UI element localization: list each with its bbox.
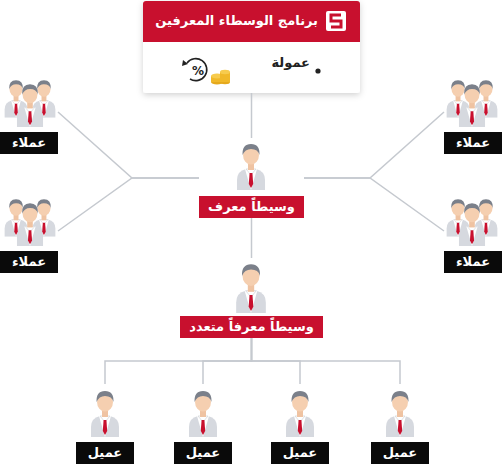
node-label: وسيطاً معرف [199,196,304,218]
broker-icon [237,144,265,190]
client-box: عميل [76,384,134,464]
clients-icon [5,80,56,127]
commission-icon: % [182,59,230,85]
client-icon [91,391,119,437]
clients-icon [447,80,498,127]
multi-broker-icon [236,264,266,313]
clients-box: عملاء [0,193,58,273]
svg-text:%: % [192,64,204,78]
clients-icon [447,199,498,246]
program-card: % [143,1,360,93]
node-label: عميل [271,442,329,464]
connector [58,178,199,231]
connector [203,338,252,384]
node-label: عملاء [0,132,58,154]
broker-box: وسيطاً معرف [199,138,304,218]
connector [304,112,444,178]
clients-box: عملاء [444,193,502,273]
client-icon [286,391,314,437]
node-label: عميل [371,442,429,464]
card-title: برنامج الوسطاء المعرفين [155,13,318,29]
clients-box: عملاء [444,74,502,154]
connector [58,112,199,178]
connector [105,338,252,384]
multi-broker-box: وسيطاً معرفاً متعدد [180,258,323,338]
client-box: عميل [271,384,329,464]
clients-box: عملاء [0,74,58,154]
node-label: عميل [76,442,134,464]
client-icon [386,391,414,437]
node-label: عملاء [444,251,502,273]
node-label: عميل [174,442,232,464]
connector [304,178,444,231]
client-icon [189,391,217,437]
node-label: عملاء [0,251,58,273]
connector [251,218,253,258]
connector [251,93,253,138]
node-label: عملاء [444,132,502,154]
client-box: عميل [371,384,429,464]
program-card: برنامج الوسطاء المعرفين عمولة [143,1,360,93]
logo [326,11,346,31]
node-label: وسيطاً معرفاً متعدد [180,316,323,338]
clients-icon [5,199,56,246]
card-item: عمولة [271,55,310,71]
bullet [315,68,320,73]
client-box: عميل [174,384,232,464]
connector [252,338,401,384]
